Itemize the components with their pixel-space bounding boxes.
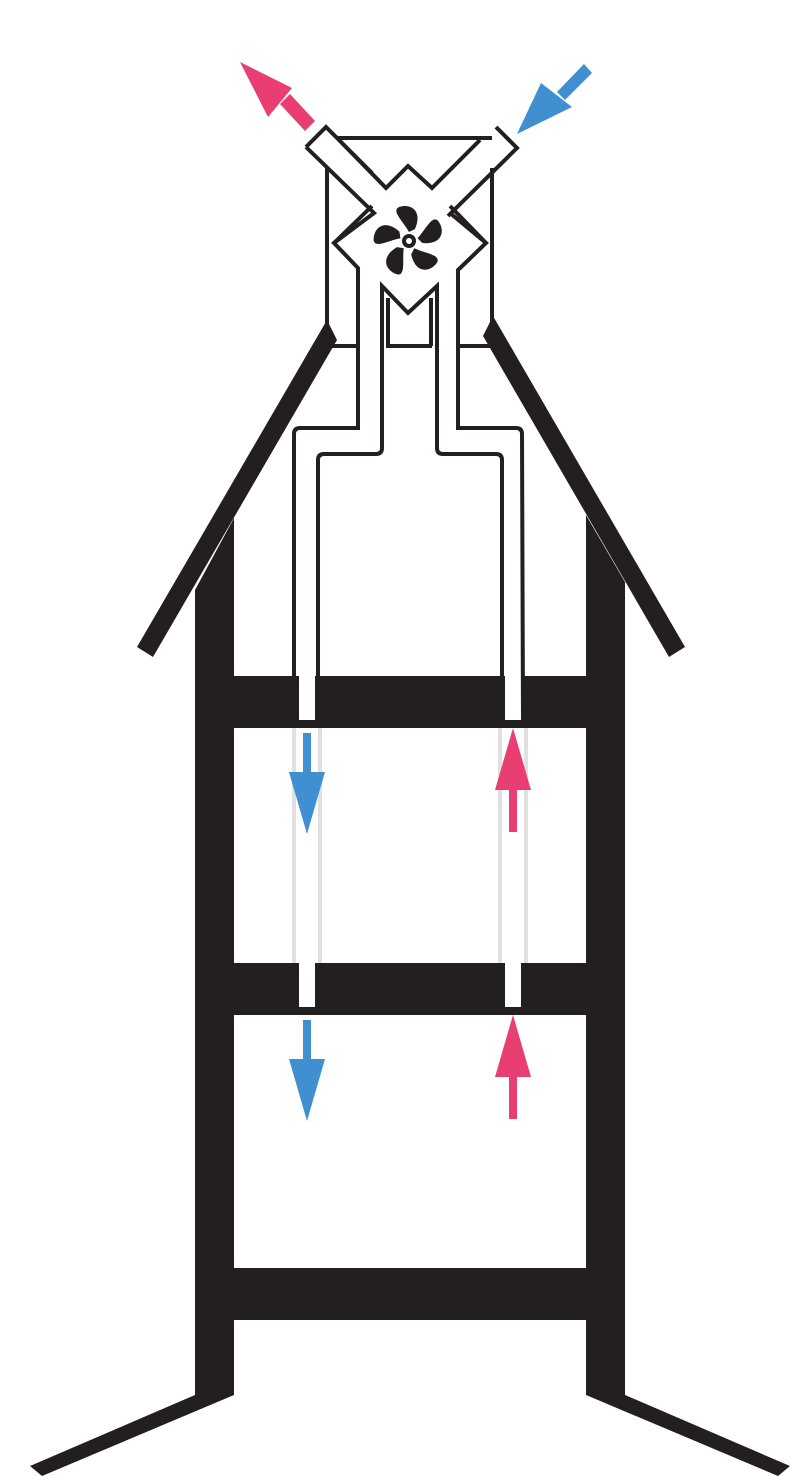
- duct-opening-supply-attic: [299, 676, 315, 720]
- duct-guide-supply-inner: [318, 728, 322, 963]
- duct-opening-exhaust-middle: [505, 963, 521, 1007]
- walls: [195, 515, 625, 1395]
- arrow-diagonal-in-icon: [517, 64, 592, 134]
- duct-fresh-in: [446, 125, 520, 218]
- duct-openings: [299, 676, 521, 1007]
- floor-slab-ground: [234, 1268, 586, 1320]
- duct-guide-exhaust-outer: [524, 728, 528, 963]
- outdoor-arrows: [240, 62, 592, 134]
- duct-opening-supply-middle: [299, 963, 315, 1007]
- duct-guide-exhaust-inner: [498, 728, 502, 963]
- ground-right: [586, 1395, 790, 1476]
- duct-side-right: [448, 204, 488, 245]
- duct-side-left: [332, 204, 374, 245]
- floor-slab-attic: [234, 676, 586, 728]
- arrow-diagonal-out-icon: [240, 62, 315, 131]
- duct-exhaust-body: [292, 145, 378, 720]
- floor-slab-middle: [234, 963, 586, 1015]
- fan-icon: [373, 205, 442, 275]
- supply-arrows: [289, 733, 325, 1121]
- arrow-down-icon: [289, 1020, 325, 1121]
- duct-exhaust-out: [304, 124, 482, 191]
- unit-housing: [325, 136, 494, 348]
- duct-guides: [292, 728, 528, 963]
- roof: [137, 316, 685, 657]
- duct-supply-body: [448, 211, 525, 721]
- duct-opening-exhaust-attic: [505, 676, 521, 720]
- duct-inner-left: [316, 281, 504, 720]
- wall-left: [195, 518, 234, 1395]
- roof-right-slope: [483, 316, 685, 657]
- ground: [30, 1395, 790, 1476]
- exhaust-arrows: [495, 728, 531, 1119]
- heat-recovery-unit: [292, 124, 525, 721]
- floor-slabs: [234, 676, 586, 1320]
- roof-left-slope: [137, 320, 337, 657]
- arrow-down-icon: [289, 733, 325, 834]
- arrow-up-icon: [495, 1015, 531, 1119]
- duct-guide-supply-outer: [292, 728, 296, 963]
- duct-inner-right-mid: [386, 298, 433, 346]
- ground-left: [30, 1395, 234, 1476]
- arrow-up-icon: [495, 728, 531, 832]
- wall-right: [586, 515, 625, 1395]
